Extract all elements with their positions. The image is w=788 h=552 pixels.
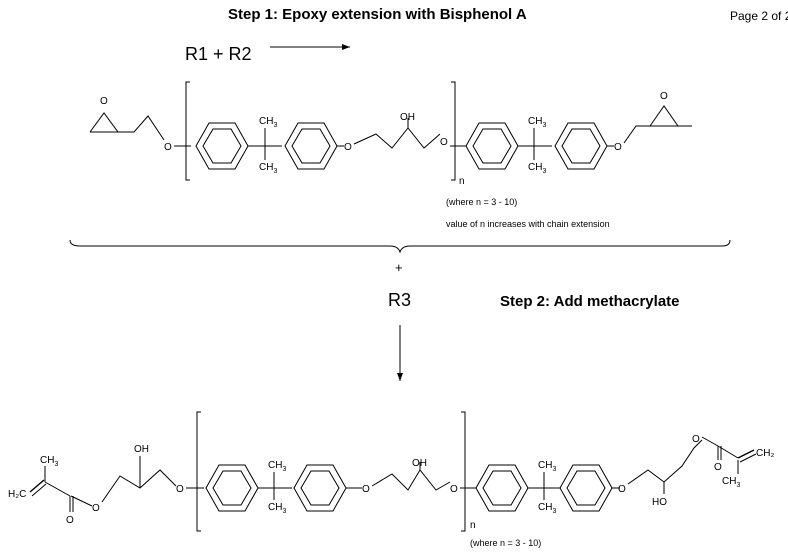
ether-oxygen-b2: O [362, 484, 370, 495]
grouping-brace [69, 239, 731, 254]
benzene-ring-3 [465, 122, 519, 170]
ether-oxygen-b4: O [618, 484, 626, 495]
epoxide-oxygen-left: O [100, 96, 108, 107]
bracket-right-top [451, 81, 456, 181]
r1-r2-label: R1 + R2 [185, 44, 252, 64]
methyl-label-b1b: CH3 [268, 502, 286, 515]
repeat-n-top: n [459, 176, 465, 187]
ether-oxygen-4: O [614, 142, 622, 153]
methyl-methacrylate-left: CH3 [40, 455, 58, 468]
hydroxyl-bottom: OH [412, 458, 427, 469]
glycidyl-chain-left [118, 115, 165, 141]
benzene-ring-4 [554, 122, 608, 170]
carbonyl-oxygen-left: O [66, 515, 74, 526]
hydroxypropyl-linker-top [353, 127, 441, 149]
ether-oxygen-3: O [440, 137, 448, 148]
hydroxypropyl-right [627, 439, 703, 485]
epoxide-ring-left [89, 112, 119, 133]
methyl-label-b2a: CH3 [538, 460, 556, 473]
benzene-ring-2 [284, 122, 338, 170]
ester-oxygen-right: O [692, 434, 700, 445]
methylene-left: H₂C [8, 489, 26, 500]
diglycidyl-ether-molecule: O O CH3 CH3 O OH O n [89, 81, 692, 187]
bracket-right-bottom [461, 411, 466, 532]
methyl-label-1b: CH3 [259, 162, 277, 175]
bracket-left-bottom [196, 411, 201, 532]
hydroxyl-right: HO [652, 497, 667, 508]
methyl-label-b1a: CH3 [268, 460, 286, 473]
hydroxypropyl-linker-bottom [371, 469, 451, 491]
hydroxypropyl-left [101, 469, 177, 503]
ester-oxygen-left: O [92, 503, 100, 514]
methylene-right: CH₂ [756, 448, 774, 459]
benzene-ring-b1 [205, 464, 259, 512]
benzene-ring-b3 [475, 464, 529, 512]
benzene-ring-b2 [293, 464, 347, 512]
repeat-n-bottom: n [470, 520, 476, 531]
r3-label: R3 [388, 290, 411, 310]
bracket-left-top [185, 81, 190, 181]
ether-oxygen-2: O [344, 142, 352, 153]
ether-oxygen-b3: O [450, 484, 458, 495]
step1-title: Step 1: Epoxy extension with Bisphenol A [228, 6, 527, 23]
plus-sign: + [395, 260, 403, 275]
methyl-label-1a: CH3 [259, 116, 277, 129]
where-n-bottom: (where n = 3 - 10) [470, 538, 541, 548]
where-n-top: (where n = 3 - 10) [446, 197, 517, 207]
chain-extension-note: value of n increases with chain extensio… [446, 219, 610, 229]
step2-title: Step 2: Add methacrylate [500, 293, 680, 310]
methyl-label-b2b: CH3 [538, 502, 556, 515]
benzene-ring-1 [195, 122, 249, 170]
ether-oxygen-1: O [164, 142, 172, 153]
ether-oxygen-b1: O [176, 484, 184, 495]
epoxide-oxygen-right: O [660, 91, 668, 102]
carbonyl-oxygen-right: O [714, 462, 722, 473]
hydroxyl-top: OH [400, 112, 415, 123]
epoxide-ring-right [649, 105, 679, 127]
bisphenol-a-dimethacrylate-molecule: H₂C CH3 O O OH O CH3 CH3 O OH [8, 411, 774, 532]
hydroxyl-left: OH [134, 444, 149, 455]
methyl-methacrylate-right: CH3 [722, 476, 740, 489]
methyl-label-2b: CH3 [528, 162, 546, 175]
page-label: Page 2 of 2 [730, 9, 788, 23]
benzene-ring-b4 [559, 464, 613, 512]
methyl-label-2a: CH3 [528, 116, 546, 129]
glycidyl-chain-right [623, 125, 650, 144]
